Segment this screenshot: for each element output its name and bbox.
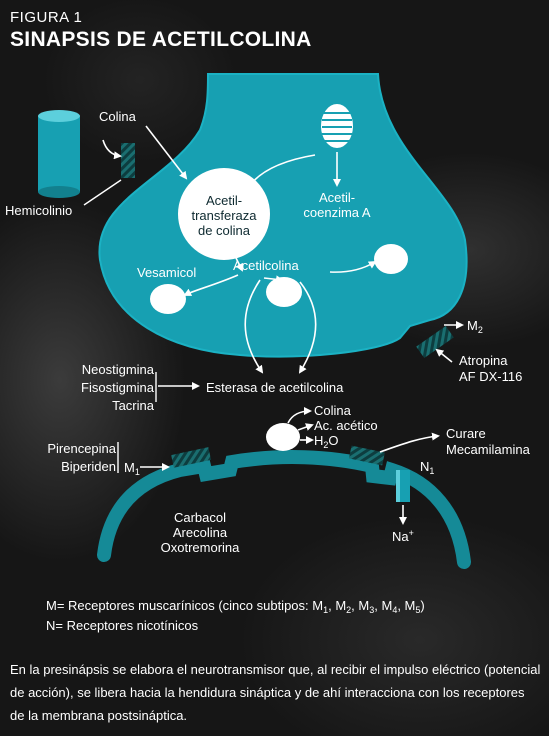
label-neostigmina: Neostigmina	[81, 362, 154, 377]
enzyme-line2: transferaza	[191, 208, 257, 223]
legend-s2: 2	[346, 605, 352, 615]
m1-receptor	[171, 447, 212, 468]
m1-sub: 1	[134, 467, 140, 477]
arrow-mito-to-enzyme	[248, 154, 316, 187]
m2-sub: 2	[477, 325, 483, 335]
vesicle-middle	[266, 277, 302, 307]
label-acetilcolina: Acetilcolina	[233, 258, 299, 273]
choline-transporter-cylinder	[38, 116, 80, 192]
cleft-vesicle	[266, 423, 300, 451]
arrow-atropina-to-m2	[435, 348, 453, 363]
label-vesamicol: Vesamicol	[137, 265, 197, 280]
cylinder-top	[38, 110, 80, 122]
legend-s5: 5	[415, 605, 421, 615]
label-m1: M1	[124, 460, 140, 477]
m1-letter: M	[124, 460, 135, 475]
arrow-colina-to-receptor	[102, 139, 122, 160]
m2-letter: M	[467, 318, 478, 333]
arrow-vesicle-to-acetic	[297, 423, 314, 431]
label-biperiden: Biperiden	[61, 459, 116, 474]
label-fisostigmina: Fisostigmina	[81, 380, 154, 395]
label-agonists: Carbacol Arecolina Oxotremorina	[150, 510, 250, 555]
presynaptic-terminal	[98, 73, 468, 358]
legend-m-suffix: )	[420, 598, 425, 613]
vesicle-left	[150, 284, 186, 314]
label-mecamilamina: Mecamilamina	[446, 442, 530, 457]
legend-sep4: , M	[397, 598, 416, 613]
legend-sep3: , M	[374, 598, 393, 613]
agonist-oxotremorina: Oxotremorina	[160, 540, 240, 555]
label-hemicolinio: Hemicolinio	[5, 203, 73, 218]
agonist-arecolina: Arecolina	[172, 525, 228, 540]
acetil-coenzima-line2: coenzima A	[303, 205, 371, 220]
h2o-o: O	[328, 433, 339, 448]
arrow-enzyme-to-ach	[235, 257, 243, 272]
n1-letter: N	[420, 459, 430, 474]
h2o-h: H	[314, 433, 324, 448]
nicotinic-receptor	[348, 445, 385, 466]
enzyme-line1: Acetil-	[205, 193, 243, 208]
cylinder-bottom	[38, 186, 80, 198]
caption: En la presinápsis se elabora el neurotra…	[10, 662, 541, 723]
arrow-vesicle-left-to-esterase	[244, 279, 264, 374]
legend-m-prefix: M= Receptores muscarínicos (cinco subtip…	[46, 598, 324, 613]
label-acetil-coenzima: Acetil- coenzima A	[297, 190, 377, 220]
m2-receptor	[416, 325, 454, 359]
n1-channel-highlight	[396, 470, 400, 502]
label-enzyme: Acetil- transferaza de colina	[180, 193, 268, 238]
enzyme-line3: de colina	[197, 223, 251, 238]
label-ac-acetico: Ac. acético	[314, 418, 378, 433]
postsynaptic-membrane	[97, 450, 471, 569]
na-sup: +	[408, 528, 414, 538]
arrow-ach-to-vesicle-right	[329, 260, 377, 273]
legend-s1: 1	[323, 605, 329, 615]
arrow-ach-to-vesicle-middle	[263, 275, 284, 284]
label-n1: N1	[420, 459, 435, 476]
acetyltransferase-enzyme	[178, 168, 270, 260]
h2o-sub: 2	[323, 440, 329, 450]
label-na: Na+	[392, 528, 414, 545]
legend-nicotinic: N= Receptores nicotínicos	[46, 618, 199, 633]
legend-sep2: , M	[351, 598, 370, 613]
label-pirencepina: Pirencepina	[47, 441, 116, 456]
legend-sep1: , M	[328, 598, 347, 613]
figure-title: SINAPSIS DE ACETILCOLINA	[10, 28, 312, 51]
arrow-vesicle-to-colina	[287, 407, 312, 424]
acetil-coenzima-line1: Acetil-	[318, 190, 356, 205]
agonist-carbacol: Carbacol	[173, 510, 227, 525]
arrow-ach-to-vesicle-left	[183, 274, 239, 296]
label-h2o: H2O	[314, 433, 339, 450]
vesicle-right	[374, 244, 408, 274]
n1-sub: 1	[429, 466, 435, 476]
na-base: Na	[392, 529, 409, 544]
choline-uptake-receptor	[121, 143, 135, 178]
figure-label: FIGURA 1	[10, 9, 83, 26]
label-af-dx: AF DX-116	[459, 369, 523, 384]
hemicolinio-line	[83, 179, 122, 206]
label-m2: M2	[467, 318, 483, 335]
label-atropina: Atropina	[459, 353, 508, 368]
label-curare: Curare	[446, 426, 486, 441]
legend-s4: 4	[392, 605, 398, 615]
label-esterasa: Esterasa de acetilcolina	[206, 380, 344, 395]
label-colina-products: Colina	[314, 403, 351, 418]
arrow-receptor-to-curare	[379, 432, 440, 453]
legend-s3: 3	[369, 605, 375, 615]
arrow-vesicle-middle-to-esterase	[298, 281, 317, 374]
label-colina-top: Colina	[99, 109, 136, 124]
legend-muscarinic: M= Receptores muscarínicos (cinco subtip…	[46, 598, 425, 615]
label-tacrina: Tacrina	[112, 398, 154, 413]
arrow-colina-to-enzyme	[145, 125, 188, 180]
